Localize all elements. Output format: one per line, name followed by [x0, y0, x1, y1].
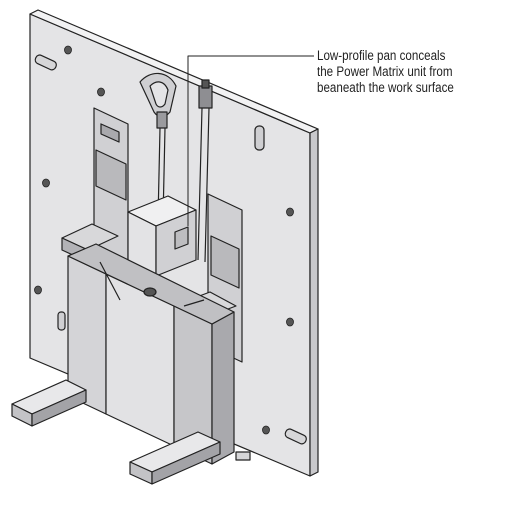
callout-leader-line — [187, 55, 314, 226]
callout-text: Low-profile pan conceals the Power Matri… — [317, 48, 480, 96]
power-matrix-unit — [127, 195, 197, 277]
slot-fasteners — [34, 54, 307, 445]
panel-side — [309, 128, 319, 477]
mounting-holes — [34, 45, 294, 435]
callout-line-1: Low-profile pan conceals — [317, 48, 446, 63]
left-bracket — [93, 107, 129, 263]
callout-line-3: beaneath the work surface — [317, 80, 454, 95]
low-profile-pan — [67, 243, 235, 465]
floor-feet — [11, 379, 251, 485]
callout-line-2: the Power Matrix unit from — [317, 64, 453, 79]
plug-cable — [197, 79, 213, 263]
